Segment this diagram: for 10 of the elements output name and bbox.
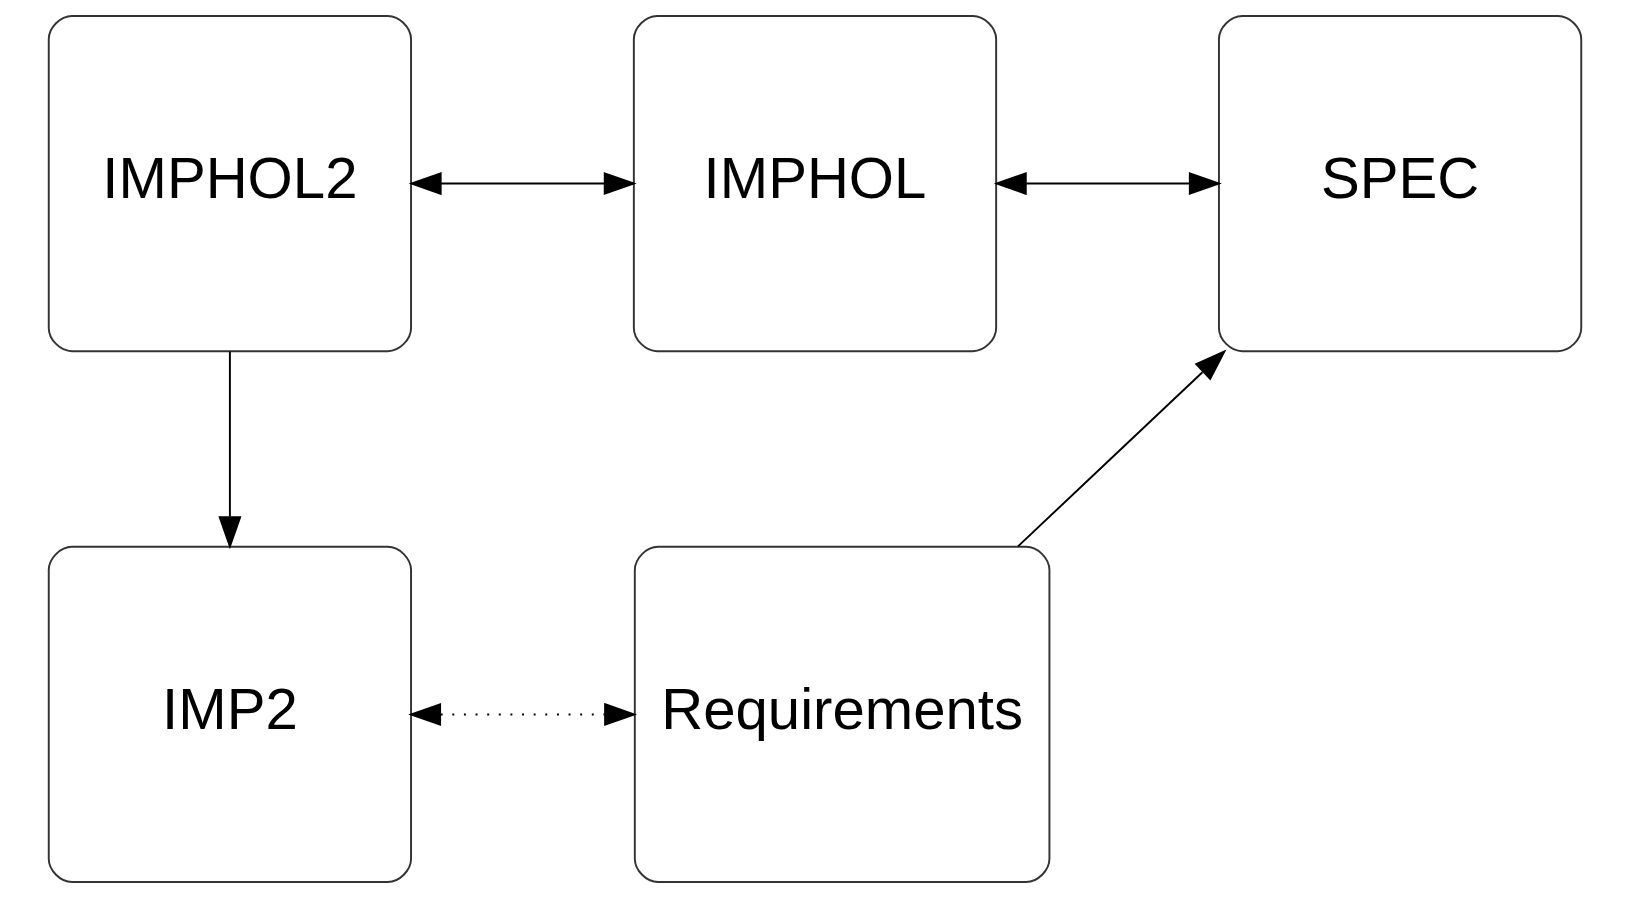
arrow — [993, 172, 1222, 196]
node-box: IMP2 — [47, 545, 412, 883]
node-box: Requirements — [633, 545, 1050, 883]
node-box: SPEC — [1217, 15, 1582, 353]
arrow — [1016, 349, 1226, 548]
node-box: IMPHOL2 — [47, 15, 412, 353]
arrow — [217, 350, 241, 550]
arrow — [407, 702, 637, 726]
node-box: IMPHOL — [632, 15, 997, 353]
arrow — [408, 172, 637, 196]
